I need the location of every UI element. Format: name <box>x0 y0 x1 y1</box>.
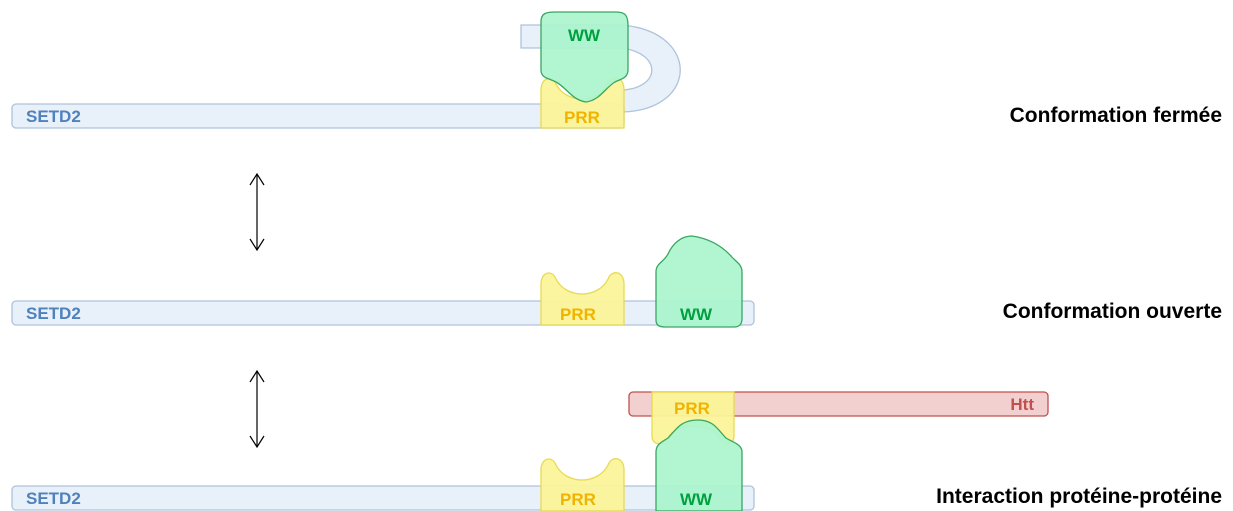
ww-label: WW <box>680 305 713 324</box>
setd2-label: SETD2 <box>26 489 81 508</box>
caption-interaction: Interaction protéine-protéine <box>936 485 1222 508</box>
equilibrium-arrow-2 <box>249 369 265 449</box>
prr-label: PRR <box>560 490 596 509</box>
state-closed: SETD2 PRR WW Conformation fermée <box>11 11 1222 129</box>
prr-label: PRR <box>560 305 596 324</box>
caption-open: Conformation ouverte <box>1003 300 1222 323</box>
state-interaction: Htt PRR SETD2 PRR WW Interaction protéin… <box>11 391 1222 511</box>
setd2-bar <box>11 300 755 326</box>
prr-domain <box>540 272 625 326</box>
equilibrium-arrow-1 <box>249 172 265 252</box>
ww-label: WW <box>680 490 713 509</box>
htt-prr-label: PRR <box>674 399 710 418</box>
ww-domain <box>655 235 743 328</box>
ww-label: WW <box>568 26 601 45</box>
caption-closed: Conformation fermée <box>1010 104 1222 127</box>
setd2-bar <box>11 485 755 511</box>
htt-label: Htt <box>1010 395 1034 414</box>
setd2-bar <box>11 103 625 129</box>
prr-domain <box>540 458 625 511</box>
ww-domain <box>540 11 629 103</box>
prr-label: PRR <box>564 108 600 127</box>
ww-domain <box>655 419 743 511</box>
setd2-label: SETD2 <box>26 107 81 126</box>
state-open: SETD2 PRR WW Conformation ouverte <box>11 235 1222 328</box>
setd2-label: SETD2 <box>26 304 81 323</box>
